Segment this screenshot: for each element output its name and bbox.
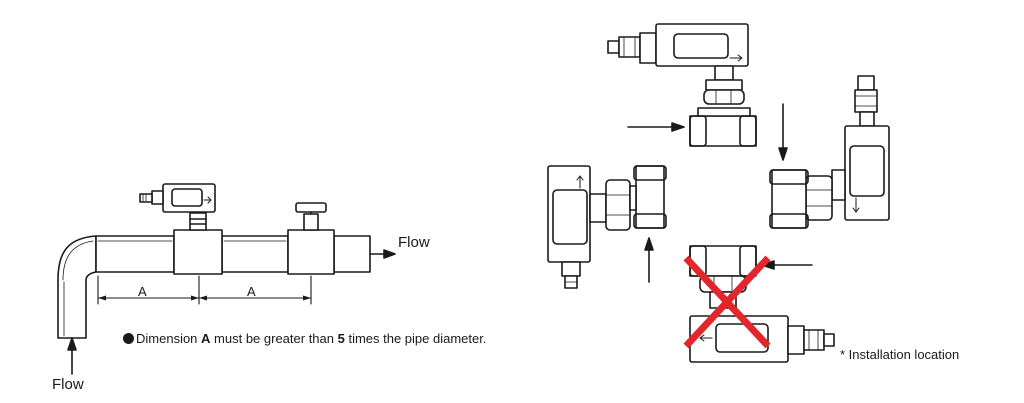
flow-in-arrow: [67, 337, 77, 375]
dimension-a-left-label: A: [138, 284, 147, 299]
note-bold-number: 5: [337, 331, 345, 346]
dimension-note: Dimension A must be greater than 5 times…: [123, 331, 486, 346]
orientation-right: [769, 75, 890, 229]
install-location-label: * Installation location: [840, 347, 960, 362]
pipe-assembly: [57, 229, 371, 339]
flow-out-label: Flow: [398, 234, 430, 251]
flow-in-label: Flow: [52, 376, 84, 393]
dimension-a-right-label: A: [247, 284, 256, 299]
note-text-1: Dimension: [136, 331, 202, 346]
flow-out-arrow: [369, 249, 396, 259]
note-bold-dimension: A: [201, 331, 211, 346]
valve-handwheel: [295, 202, 327, 231]
orientation-wrong: [689, 245, 835, 363]
bullet-icon: [123, 333, 134, 344]
dimension-lines: [97, 275, 312, 305]
orientation-top: [607, 23, 757, 147]
note-text-3: times the pipe diameter.: [344, 331, 487, 346]
note-text-2: must be greater than: [210, 331, 338, 346]
wrong-cross-mark: [683, 255, 771, 349]
orientation-left: [547, 165, 667, 289]
flow-switch-small: [139, 183, 216, 231]
